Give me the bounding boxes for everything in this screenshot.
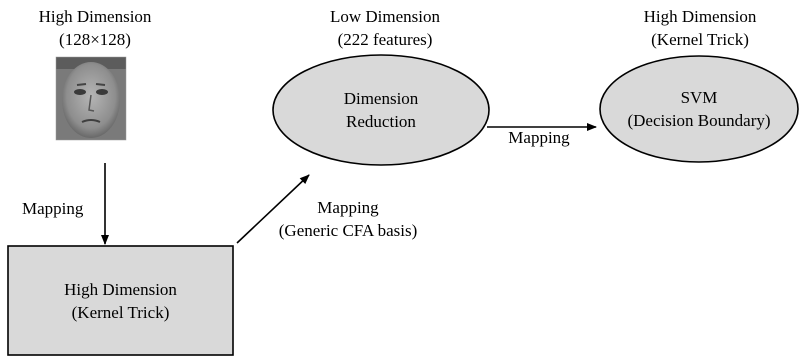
svm-header: High Dimension (Kernel Trick) bbox=[615, 5, 785, 51]
face-image bbox=[55, 56, 127, 141]
reduction-line2: Reduction bbox=[346, 112, 416, 131]
mapping-label-2-line1: Mapping bbox=[317, 198, 379, 217]
reduction-label: Dimension Reduction bbox=[311, 87, 451, 133]
reduction-header: Low Dimension (222 features) bbox=[300, 5, 470, 51]
kernel-box-label: High Dimension (Kernel Trick) bbox=[8, 278, 233, 324]
svm-label: SVM (Decision Boundary) bbox=[600, 86, 798, 132]
mapping-label-2-line2: (Generic CFA basis) bbox=[278, 221, 418, 240]
mapping-label-3: Mapping bbox=[508, 128, 570, 147]
svm-line1: SVM bbox=[680, 88, 718, 107]
reduction-header-line1: Low Dimension bbox=[329, 7, 441, 26]
svm-header-line1: High Dimension bbox=[643, 7, 757, 26]
dimension-reduction-ellipse bbox=[272, 54, 490, 166]
mapping-label-2: Mapping (Generic CFA basis) bbox=[260, 196, 436, 242]
kernel-trick-box bbox=[7, 245, 234, 356]
svm-line2: (Decision Boundary) bbox=[627, 111, 771, 130]
svm-header-line2: (Kernel Trick) bbox=[651, 30, 749, 49]
mapping-label-1: Mapping bbox=[22, 199, 84, 218]
input-title-line2: (128×128) bbox=[59, 30, 131, 49]
svm-ellipse bbox=[599, 55, 799, 163]
kernel-box-line1: High Dimension bbox=[64, 280, 177, 299]
reduction-line1: Dimension bbox=[343, 89, 419, 108]
reduction-header-line2: (222 features) bbox=[337, 30, 433, 49]
input-title: High Dimension (128×128) bbox=[20, 5, 170, 51]
mapping-arrow-diagonal bbox=[236, 174, 310, 244]
kernel-box-line2: (Kernel Trick) bbox=[71, 303, 170, 322]
input-title-line1: High Dimension bbox=[38, 7, 152, 26]
